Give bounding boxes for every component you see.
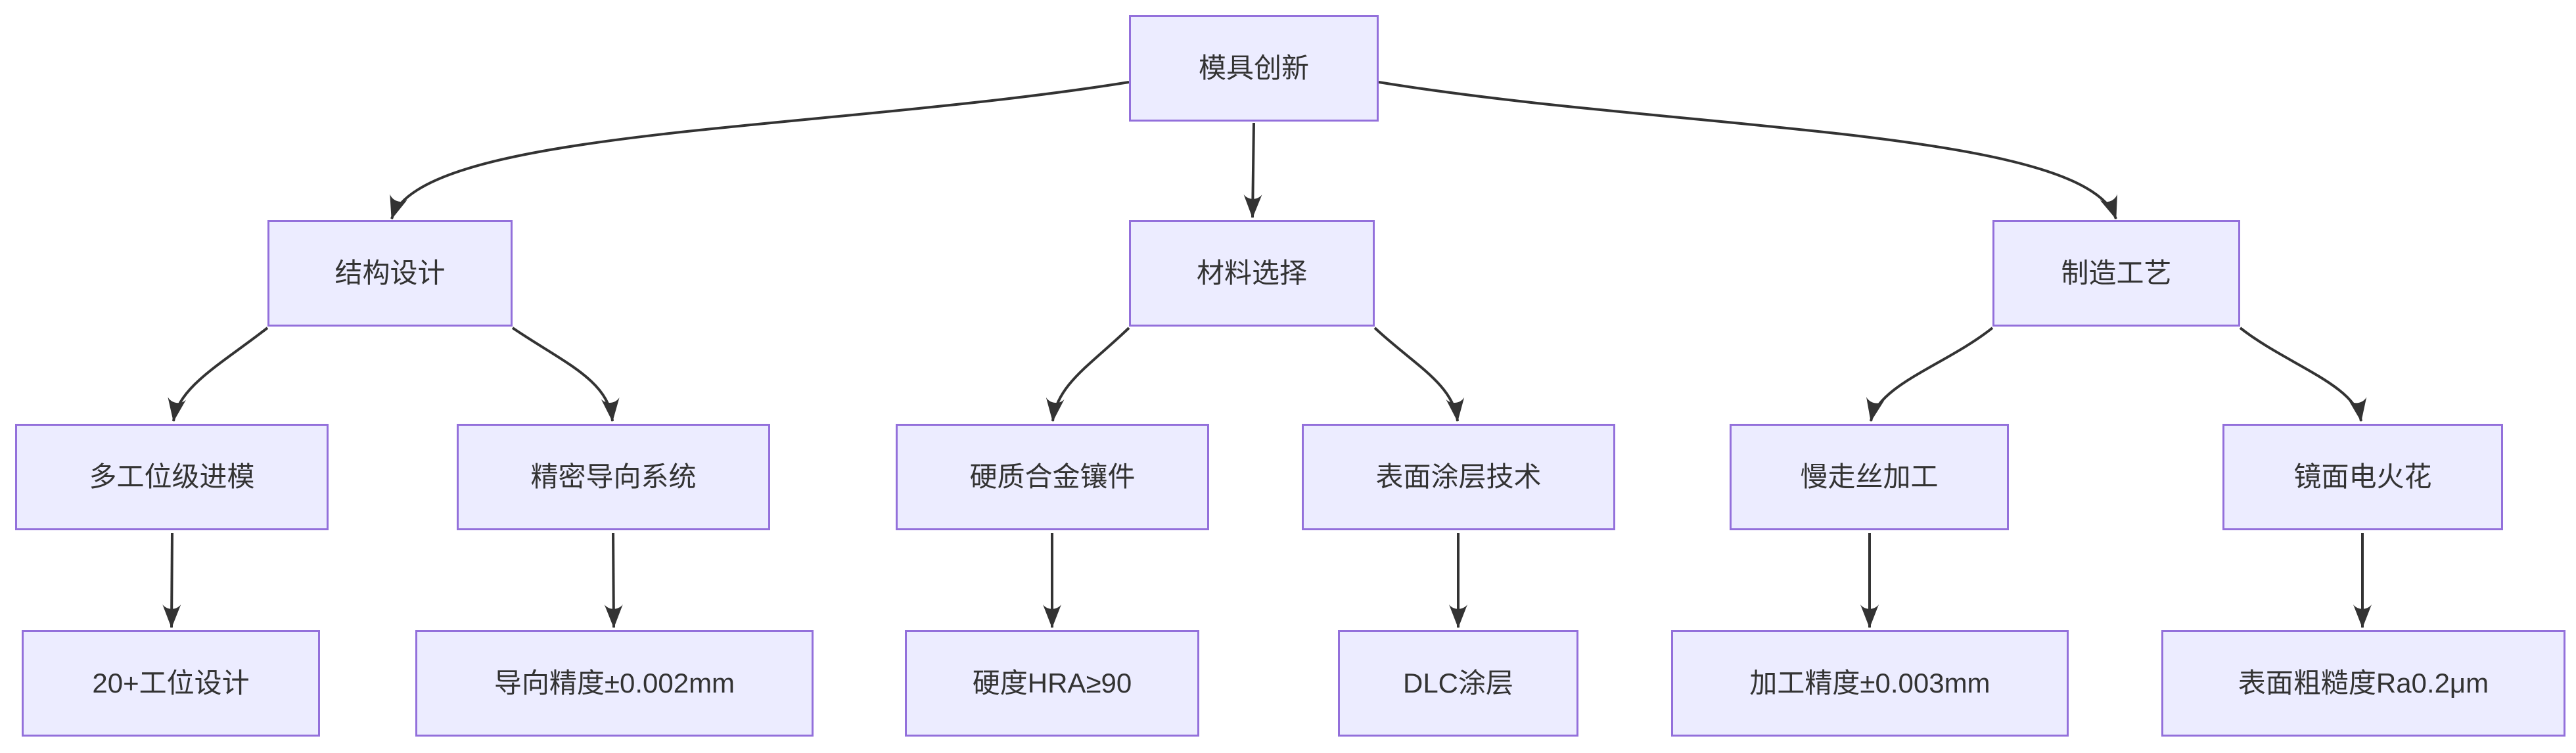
node-mold-innovation: 模具创新: [1129, 15, 1379, 122]
edge-process-mirror-edm: [2239, 327, 2367, 422]
node-wire-edm: 慢走丝加工: [1730, 424, 2009, 530]
edge-root-material: [1243, 122, 1262, 218]
edge-structure-multi-station: [168, 327, 269, 422]
node-manufacturing-process: 制造工艺: [1992, 220, 2240, 327]
node-mirror-edm: 镜面电火花: [2222, 424, 2503, 530]
node-multi-station-progressive-die: 多工位级进模: [15, 424, 329, 530]
node-structure-design: 结构设计: [267, 220, 513, 327]
node-surface-roughness: 表面粗糙度Ra0.2μm: [2161, 630, 2565, 737]
node-material-selection: 材料选择: [1129, 220, 1375, 327]
node-dlc-coating: DLC涂层: [1338, 630, 1578, 737]
edge-root-process: [1378, 81, 2117, 219]
node-precision-guide-system: 精密导向系统: [457, 424, 770, 530]
node-hardness: 硬度HRA≥90: [905, 630, 1199, 737]
edge-root-structure: [390, 81, 1130, 219]
node-surface-coating-technology: 表面涂层技术: [1302, 424, 1615, 530]
edge-material-coating: [1373, 327, 1465, 422]
node-carbide-insert: 硬质合金镶件: [896, 424, 1209, 530]
edge-structure-guide-system: [511, 327, 620, 422]
node-station-design: 20+工位设计: [22, 630, 320, 737]
edge-material-carbide: [1046, 327, 1130, 422]
node-machining-accuracy: 加工精度±0.003mm: [1671, 630, 2069, 737]
node-guide-accuracy: 导向精度±0.002mm: [415, 630, 814, 737]
edge-process-wire-edm: [1866, 327, 1994, 422]
edge-guide-system-guide-accuracy: [604, 532, 623, 628]
